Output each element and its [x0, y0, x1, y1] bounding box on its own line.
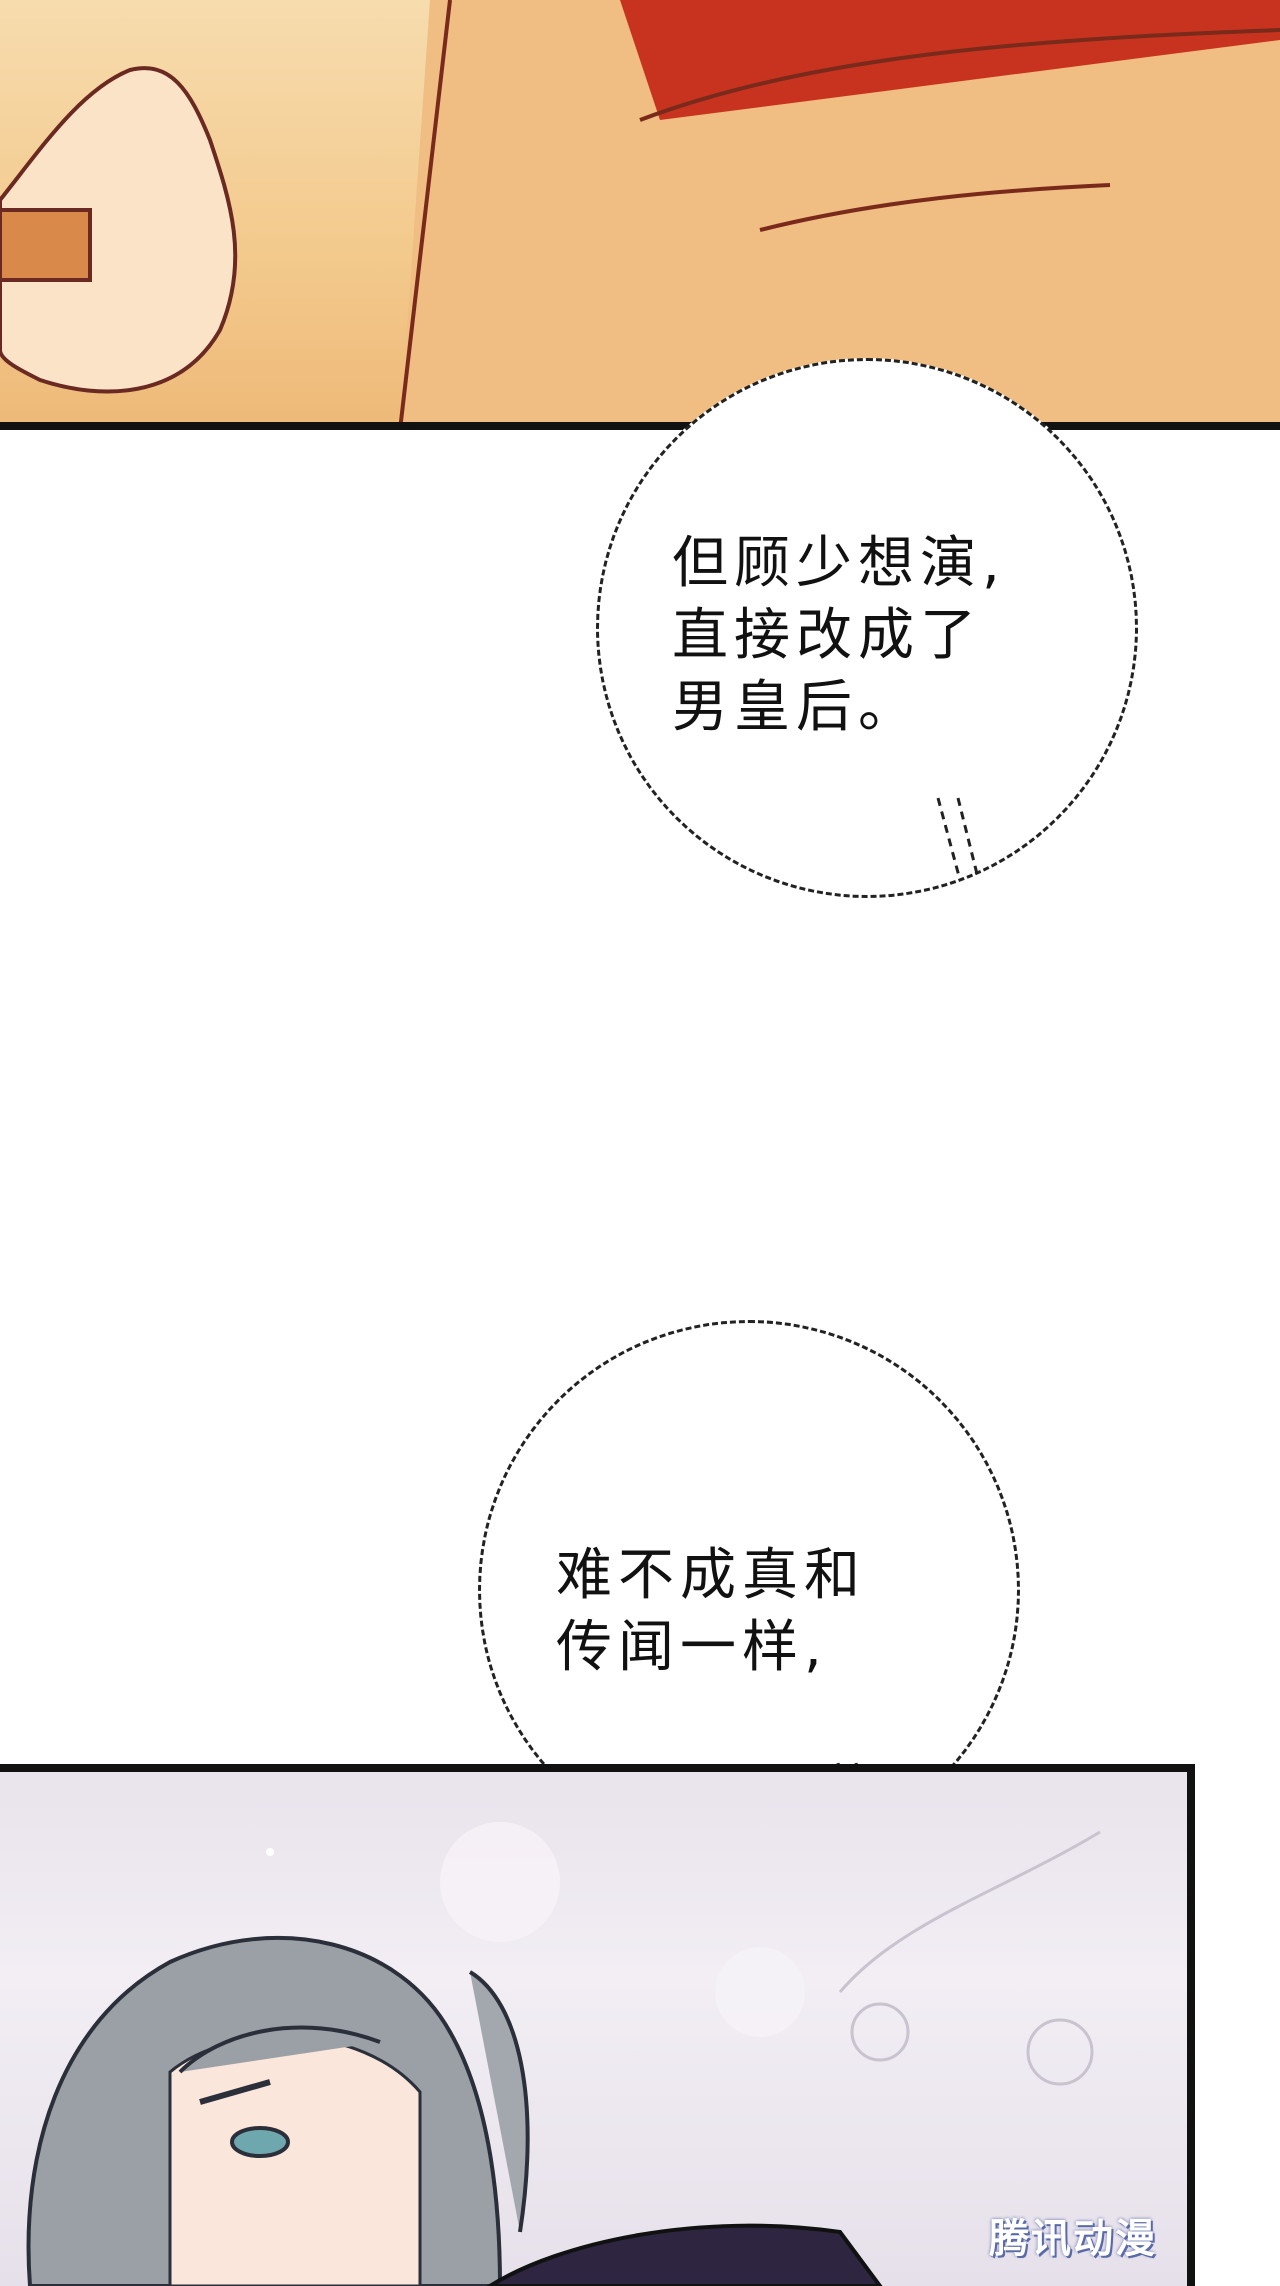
bubble-1-tail: [936, 797, 980, 881]
flower-icon: [1026, 2018, 1094, 2086]
eyebrow: [199, 2079, 271, 2105]
panel-border: [0, 422, 1280, 430]
sparkle-icon: [266, 1848, 274, 1856]
bottom-comic-panel: 腾讯动漫: [0, 1764, 1195, 2286]
speech-bubble-1: [596, 358, 1138, 898]
bubble-1-line-2: 直接改成了: [672, 603, 982, 668]
bubble-2-line-2: 传闻一样,: [556, 1615, 828, 1680]
eye: [230, 2126, 290, 2158]
robe-red-pattern: [620, 0, 1280, 120]
bubble-1-text: 但顾少想演, 直接改成了 男皇后。: [672, 528, 1006, 744]
teacup: [0, 208, 92, 282]
bubble-1-line-1: 但顾少想演,: [672, 531, 1006, 596]
character-illustration: [26, 1822, 1101, 2286]
watermark-logo: 腾讯动漫: [989, 2216, 1157, 2262]
bubble-1-line-3: 男皇后。: [672, 675, 920, 740]
face: [168, 2035, 422, 2286]
dark-hair: [486, 2223, 883, 2286]
bubble-2-text: 难不成真和 传闻一样,: [556, 1540, 866, 1684]
robe-shape: [400, 0, 1280, 430]
top-comic-panel: [0, 0, 1280, 430]
hand-and-robe-illustration: [0, 0, 1280, 430]
hand: [0, 66, 238, 394]
branch: [838, 1830, 1101, 1993]
ponytail: [468, 1970, 530, 2233]
flower-icon: [850, 2002, 910, 2062]
bubble-2-line-1: 难不成真和: [556, 1543, 866, 1608]
bangs: [178, 2025, 381, 2074]
